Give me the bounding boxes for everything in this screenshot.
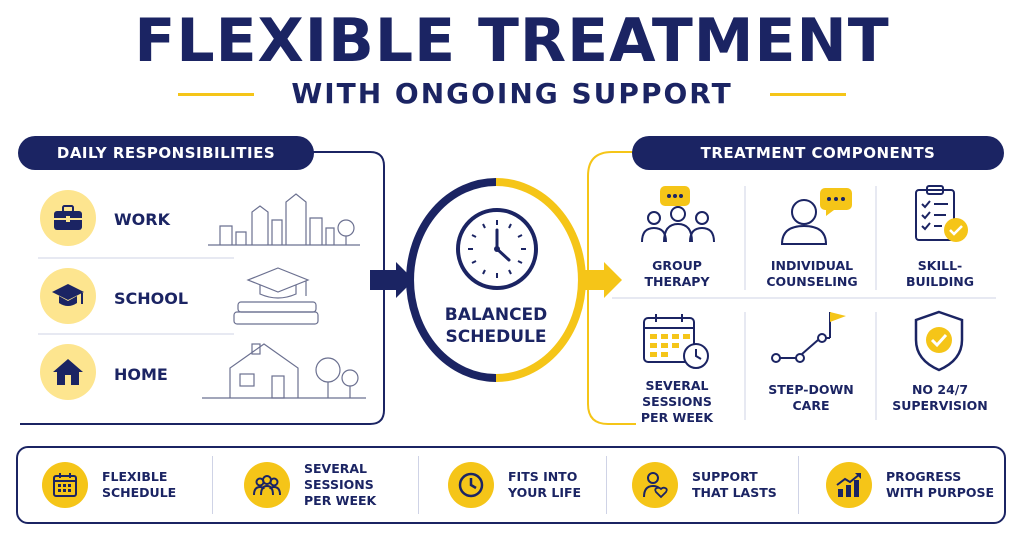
page-subtitle: WITH ONGOING SUPPORT (291, 77, 733, 110)
footer-line: PER WEEK (304, 493, 377, 508)
component-line: STEP-DOWN (768, 382, 854, 397)
footer-line: WITH PURPOSE (886, 485, 995, 500)
calendar-icon (42, 462, 88, 508)
treatment-components-heading: TREATMENT COMPONENTS (632, 136, 1004, 170)
footer-line: FLEXIBLE (102, 469, 168, 484)
person-heart-icon (632, 462, 678, 508)
component-line: CARE (792, 398, 830, 413)
footer-line: SEVERAL (304, 461, 368, 476)
page-title: FLEXIBLE TREATMENT (134, 6, 890, 76)
footer-line: YOUR LIFE (508, 485, 582, 500)
house-icon (40, 344, 96, 400)
subtitle-rule-left (178, 93, 254, 96)
component-label: SKILL-BUILDING (890, 258, 990, 290)
footer-line: PROGRESS (886, 469, 962, 484)
left-item-label: HOME (114, 365, 168, 384)
component-line: SEVERAL (645, 378, 709, 393)
clock-icon (448, 462, 494, 508)
shield-check-icon (914, 310, 964, 372)
footer-line: FITS INTO (508, 469, 578, 484)
footer-benefits-panel (16, 446, 1006, 524)
component-line: SKILL- (917, 258, 963, 273)
graduation-cap-icon (40, 268, 96, 324)
footer-divider (798, 456, 799, 514)
subtitle-rule-right (770, 93, 846, 96)
component-line: GROUP (652, 258, 702, 273)
people-icon (244, 462, 290, 508)
briefcase-icon (40, 190, 96, 246)
footer-line: THAT LASTS (692, 485, 777, 500)
city-skyline-illustration (208, 193, 360, 246)
left-item-label: WORK (114, 210, 170, 229)
person-chat-icon (780, 188, 852, 245)
component-line: PER WEEK (640, 410, 714, 425)
component-line: THERAPY (644, 274, 710, 289)
component-line: NO 24/7 (911, 382, 969, 397)
books-cap-illustration (233, 267, 319, 325)
component-line: BUILDING (905, 274, 975, 289)
footer-divider (212, 456, 213, 514)
daily-responsibilities-heading: DAILY RESPONSIBILITIES (18, 136, 314, 170)
component-line: INDIVIDUAL (770, 258, 854, 273)
calendar-clock-icon (643, 314, 709, 369)
house-illustration (202, 343, 366, 399)
clock-icon (456, 208, 538, 290)
group-chat-icon (641, 186, 715, 243)
component-line: COUNSELING (766, 274, 858, 289)
center-line: BALANCED (444, 305, 548, 325)
component-line: SESSIONS (642, 394, 712, 409)
component-line: SUPERVISION (892, 398, 988, 413)
checklist-icon (915, 185, 968, 242)
footer-divider (418, 456, 419, 514)
footer-line: SUPPORT (692, 469, 758, 484)
balanced-schedule-label: BALANCED SCHEDULE (420, 304, 572, 348)
footer-divider (606, 456, 607, 514)
footer-line: SESSIONS (304, 477, 374, 492)
growth-chart-icon (826, 462, 872, 508)
step-path-icon (771, 312, 846, 363)
left-item-label: SCHOOL (114, 289, 189, 308)
footer-line: SCHEDULE (102, 485, 177, 500)
center-line: SCHEDULE (445, 327, 547, 347)
